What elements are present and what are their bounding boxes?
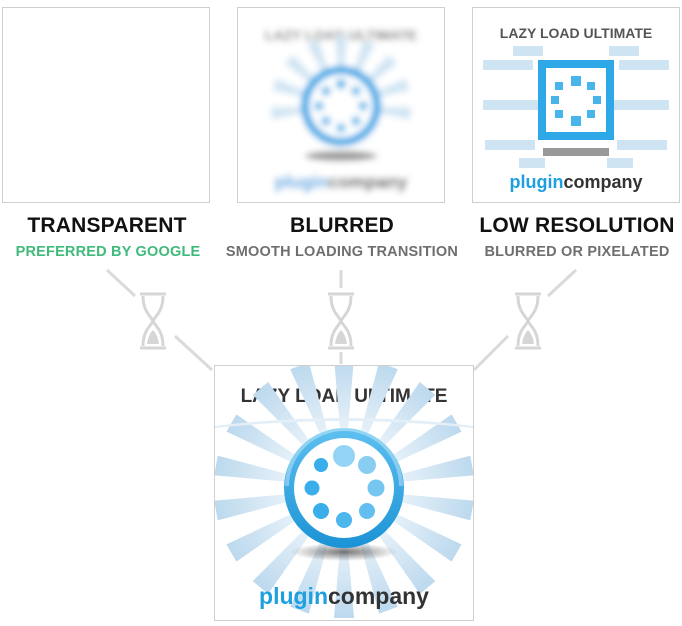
hourglass-icon xyxy=(515,292,541,350)
svg-text:LAZY LOAD ULTIMATE: LAZY LOAD ULTIMATE xyxy=(500,25,652,41)
hourglass-icon xyxy=(140,292,166,350)
low-resolution-title: LOW RESOLUTION xyxy=(479,214,675,237)
hourglass-icon xyxy=(328,292,354,350)
svg-text:plugincompany: plugincompany xyxy=(509,172,642,192)
transparent-subtitle: PREFERRED BY GOOGLE xyxy=(15,244,201,260)
lazy-load-ultimate-logo: LAZY LOAD ULTIMATE xyxy=(214,365,474,621)
blurred-placeholder-image: LAZY LOAD ULTIMATE xyxy=(237,7,445,203)
transparent-title: TRANSPARENT xyxy=(27,214,187,237)
plugincompany-wordmark: plugincompany xyxy=(259,583,429,609)
svg-text:plugincompany: plugincompany xyxy=(274,172,407,192)
blurred-title: BLURRED xyxy=(289,214,395,237)
low-resolution-placeholder-image: LAZY LOAD ULTIMATE plugincompany xyxy=(472,7,680,203)
low-resolution-subtitle: BLURRED OR PIXELATED xyxy=(484,244,670,260)
blurred-subtitle: SMOOTH LOADING TRANSITION xyxy=(225,244,459,260)
svg-text:LAZY LOAD ULTIMATE: LAZY LOAD ULTIMATE xyxy=(265,27,417,43)
transparent-placeholder-image xyxy=(2,7,210,203)
